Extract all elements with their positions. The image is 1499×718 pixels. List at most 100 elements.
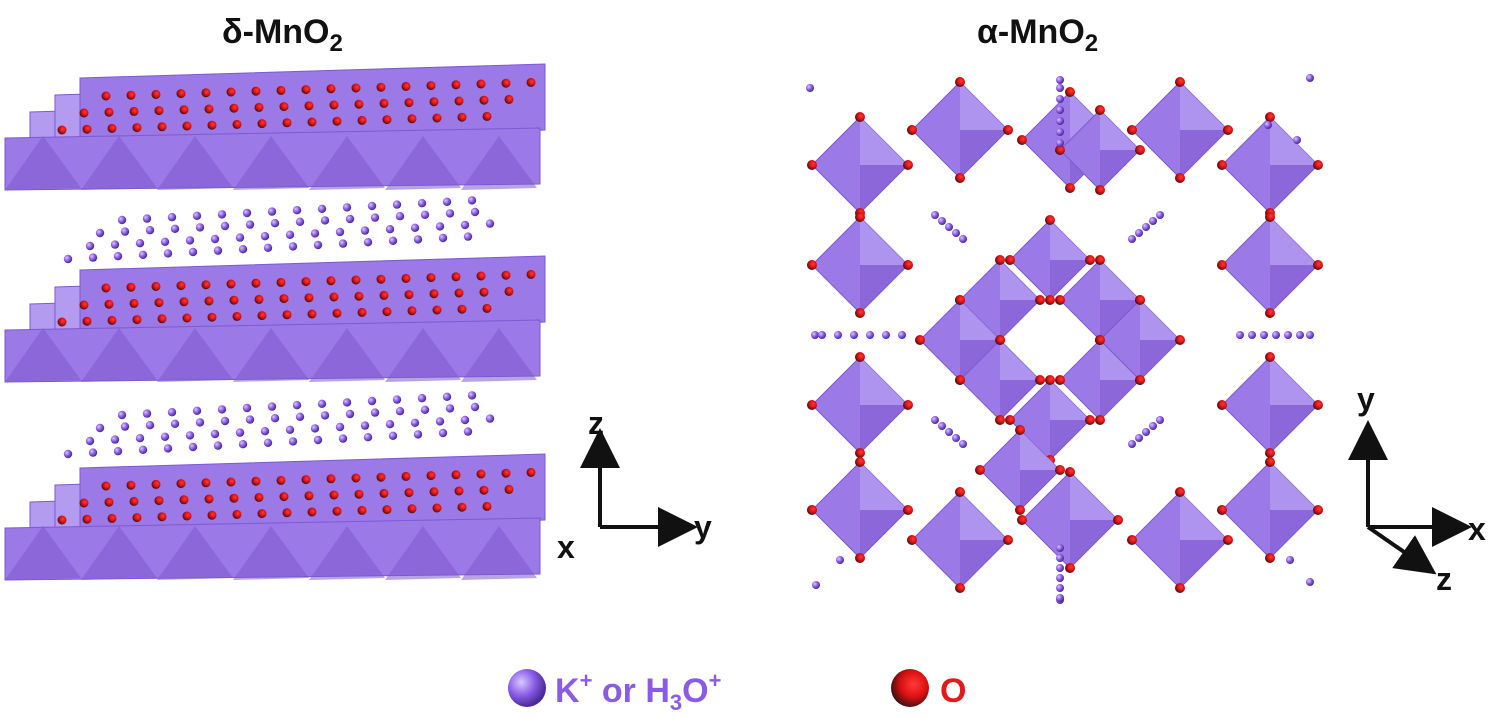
delta-mno2-layered-structure xyxy=(4,63,546,581)
oxygen-atom xyxy=(154,298,164,308)
oxygen-atom xyxy=(1313,160,1323,170)
interlayer-cations xyxy=(63,391,495,459)
oxygen-atom xyxy=(57,317,67,327)
k-ion xyxy=(110,240,120,249)
oxygen-atom xyxy=(1127,535,1137,545)
k-ion xyxy=(1296,331,1304,339)
mno6-octahedron xyxy=(807,112,913,218)
k-ion xyxy=(1142,223,1150,231)
k-ion xyxy=(413,235,423,244)
oxygen-atom xyxy=(1265,308,1275,318)
k-ion xyxy=(1056,544,1064,552)
oxygen-atom xyxy=(157,122,167,132)
oxygen-atom xyxy=(807,505,817,515)
oxygen-atom xyxy=(204,494,214,504)
k-ion xyxy=(220,221,230,231)
oxygen-atom xyxy=(1127,125,1137,135)
oxygen-atom xyxy=(229,493,239,503)
oxygen-atom xyxy=(429,487,439,497)
oxygen-atom xyxy=(307,309,317,319)
k-ion xyxy=(806,84,814,92)
k-ion xyxy=(363,433,373,442)
oxygen-atom xyxy=(207,510,217,520)
oxygen-atom xyxy=(1095,105,1105,115)
oxygen-atom xyxy=(1095,335,1105,345)
oxygen-atom xyxy=(903,160,913,170)
oxygen-atom xyxy=(351,83,361,93)
oxygen-atom xyxy=(232,119,242,129)
oxygen-atom xyxy=(903,400,913,410)
oxygen-atom xyxy=(955,295,965,305)
k-ion xyxy=(120,227,130,236)
oxygen-atom xyxy=(1045,375,1055,385)
mno2-octahedral-layer xyxy=(4,63,546,191)
oxygen-atom xyxy=(1095,255,1105,265)
oxygen-atom xyxy=(129,106,139,116)
k-ion xyxy=(195,418,205,427)
octahedron-facet xyxy=(385,136,461,190)
k-ion xyxy=(170,224,180,233)
oxygen-atom xyxy=(501,468,511,478)
k-ion xyxy=(463,427,473,436)
oxygen-atom xyxy=(79,300,89,310)
oxygen-atom xyxy=(955,487,965,497)
oxygen-atom xyxy=(404,98,414,108)
delta-axes: z y x xyxy=(557,405,712,565)
k-ion xyxy=(1056,95,1064,103)
oxygen-atom xyxy=(82,316,92,326)
oxygen-atom xyxy=(454,96,464,106)
octahedron-facet xyxy=(385,328,461,382)
k-ion xyxy=(420,405,430,414)
oxygen-atom xyxy=(1113,515,1123,525)
oxygen-atom xyxy=(807,400,817,410)
k-ion xyxy=(1260,331,1268,339)
k-ion xyxy=(1286,556,1294,564)
oxygen-atom xyxy=(1265,553,1275,563)
k-ion xyxy=(442,197,452,206)
k-ion xyxy=(959,440,967,448)
oxygen-atom xyxy=(451,272,461,282)
k-ion xyxy=(235,428,245,437)
k-ion xyxy=(385,420,395,429)
oxygen-atom xyxy=(176,89,186,99)
oxygen-atom xyxy=(807,160,817,170)
oxygen-atom xyxy=(855,212,865,222)
oxygen-atom xyxy=(1085,255,1095,265)
oxygen-atom xyxy=(479,485,489,495)
oxygen-atom xyxy=(126,90,136,100)
oxygen-atom xyxy=(104,107,114,117)
oxygen-atom xyxy=(304,491,314,501)
octahedron-facet xyxy=(461,328,537,382)
oxygen-atom xyxy=(1175,487,1185,497)
oxygen-atom xyxy=(1175,335,1185,345)
k-ion xyxy=(385,225,395,234)
oxygen-atom xyxy=(351,275,361,285)
k-ion xyxy=(317,204,327,213)
k-ion xyxy=(188,442,198,452)
oxygen-atom xyxy=(457,502,467,512)
k-ion xyxy=(931,211,939,219)
k-ion xyxy=(117,410,127,420)
oxygen-atom xyxy=(279,102,289,112)
k-ion xyxy=(63,449,73,459)
oxygen-atom xyxy=(101,481,111,491)
oxygen-atom xyxy=(276,277,286,287)
oxygen-atom xyxy=(257,311,267,321)
oxygen-atom xyxy=(376,472,386,482)
k-ion xyxy=(320,216,330,225)
k-ion xyxy=(1149,422,1157,430)
k-ion xyxy=(417,199,427,208)
oxygen-atom xyxy=(429,289,439,299)
legend-o-label: O xyxy=(940,672,966,710)
oxygen-atom xyxy=(457,304,467,314)
oxygen-atom xyxy=(257,119,267,129)
k-ion xyxy=(1056,76,1064,84)
oxygen-atom xyxy=(975,465,985,475)
oxygen-atom xyxy=(1005,255,1015,265)
oxygen-atom xyxy=(254,492,264,502)
oxygen-atom xyxy=(401,81,411,91)
oxygen-atom xyxy=(501,78,511,88)
oxygen-atom xyxy=(915,335,925,345)
oxygen-atom xyxy=(429,97,439,107)
